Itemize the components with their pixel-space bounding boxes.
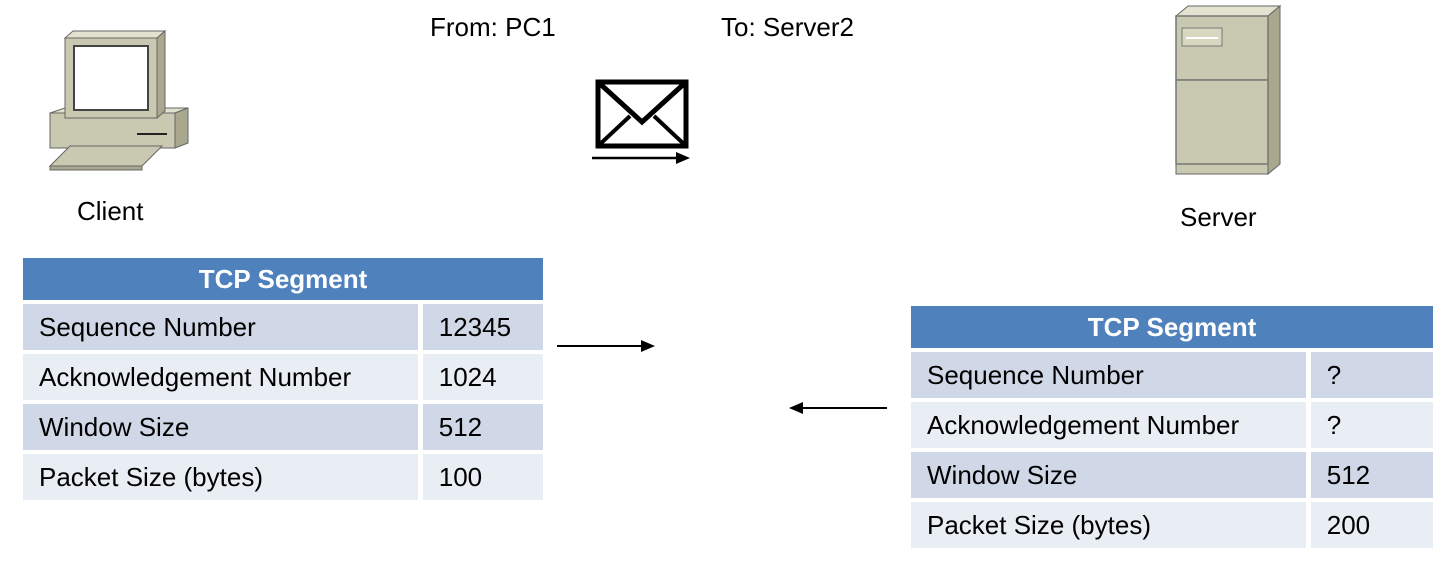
table-row: Sequence Number ? (911, 352, 1433, 398)
from-label: From: PC1 (430, 12, 556, 42)
server-tower-icon (1174, 4, 1282, 176)
server-field-sequence-number: Sequence Number (911, 352, 1306, 398)
to-label: To: Server2 (721, 12, 854, 42)
server-label: Server (1180, 202, 1257, 232)
right-arrow-icon (557, 340, 655, 352)
client-value-packet-size: 100 (422, 454, 543, 500)
server-field-packet-size: Packet Size (bytes) (911, 502, 1306, 548)
table-row: Packet Size (bytes) 100 (23, 454, 543, 500)
envelope-icon (592, 79, 690, 164)
table-row: Acknowledgement Number 1024 (23, 354, 543, 400)
server-value-packet-size: 200 (1310, 502, 1433, 548)
client-field-ack-number: Acknowledgement Number (23, 354, 418, 400)
left-arrow-icon (789, 402, 887, 414)
table-row: Packet Size (bytes) 200 (911, 502, 1433, 548)
client-value-window-size: 512 (422, 404, 543, 450)
table-row: Window Size 512 (911, 452, 1433, 498)
table-row: Acknowledgement Number ? (911, 402, 1433, 448)
server-tcp-segment-title: TCP Segment (911, 306, 1433, 348)
client-tcp-segment-table: TCP Segment Sequence Number 12345 Acknow… (18, 254, 548, 504)
server-value-window-size: 512 (1310, 452, 1433, 498)
server-field-window-size: Window Size (911, 452, 1306, 498)
client-tcp-segment-title: TCP Segment (23, 258, 543, 300)
table-row: Sequence Number 12345 (23, 304, 543, 350)
server-value-ack-number: ? (1310, 402, 1433, 448)
client-field-sequence-number: Sequence Number (23, 304, 418, 350)
client-label: Client (77, 196, 144, 226)
server-value-sequence-number: ? (1310, 352, 1433, 398)
server-field-ack-number: Acknowledgement Number (911, 402, 1306, 448)
client-field-window-size: Window Size (23, 404, 418, 450)
table-row: Window Size 512 (23, 404, 543, 450)
server-tcp-segment-table: TCP Segment Sequence Number ? Acknowledg… (906, 302, 1438, 552)
client-value-sequence-number: 12345 (422, 304, 543, 350)
client-field-packet-size: Packet Size (bytes) (23, 454, 418, 500)
desktop-computer-icon (48, 29, 189, 171)
client-value-ack-number: 1024 (422, 354, 543, 400)
